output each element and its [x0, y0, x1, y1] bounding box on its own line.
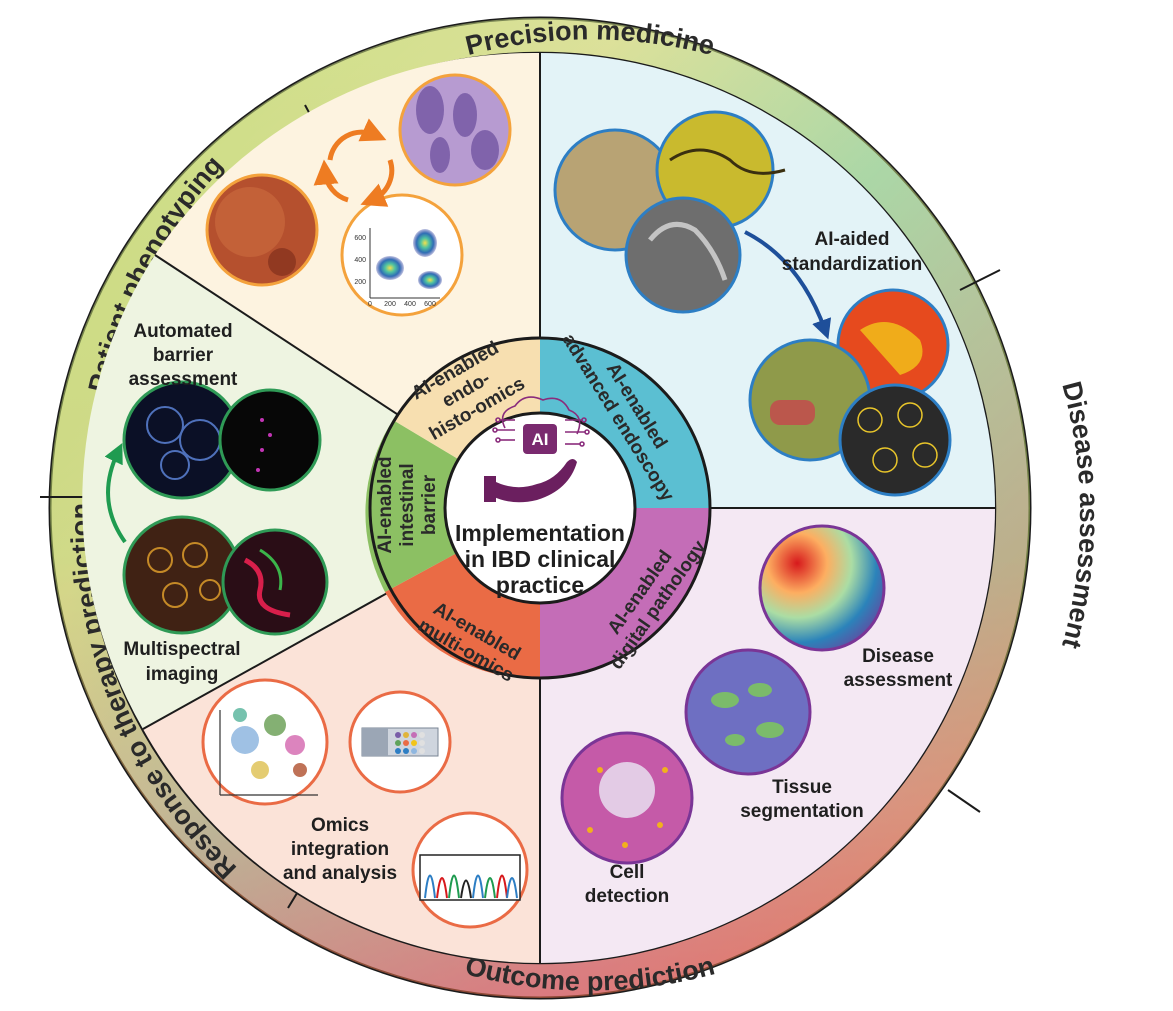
tissue-segmentation-image: [684, 648, 812, 776]
inner-label-barrier: AI-enabled intestinal barrier: [375, 456, 440, 553]
flow-cytometry-axes: 0 200 400 600 200 400 600: [354, 228, 440, 308]
label-disease-assessment-2: assessment: [844, 670, 953, 691]
inner-label-barrier-2: intestinal: [397, 463, 418, 546]
brain-circuit-icon: [492, 396, 590, 447]
center-title-3: practice: [496, 572, 584, 598]
label-omics-2: integration: [291, 839, 389, 860]
flow-y-tick-600: 600: [354, 235, 366, 242]
endo-histo-images: 0 200 400 600 200 400 600: [205, 73, 512, 317]
flow-x-tick-200: 200: [384, 301, 396, 308]
center-disk: [443, 411, 637, 605]
inner-ring-edge: [368, 336, 712, 680]
flow-x-tick-0: 0: [368, 301, 372, 308]
label-standardization-2: standardization: [782, 254, 922, 275]
flow-y-tick-400: 400: [354, 257, 366, 264]
label-cell-detection-2: detection: [585, 886, 669, 907]
label-tissue-segmentation-1: Tissue: [772, 777, 832, 798]
label-omics-3: and analysis: [283, 863, 397, 884]
pathology-images: Disease assessment Tissue segmentation C…: [560, 524, 953, 907]
flow-x-tick-400: 400: [404, 301, 416, 308]
hand-cuff-icon: [484, 476, 496, 502]
barrier-assessment-arrow: [104, 442, 127, 544]
ring-label-disease-assessment: Disease assessment: [1056, 378, 1104, 652]
center-title-1: Implementation: [455, 520, 625, 546]
center-ai-icon: AI: [484, 396, 590, 503]
flow-y-tick-200: 200: [354, 279, 366, 286]
flow-cytometry-plot: [340, 193, 464, 317]
multispectral-image-2: [221, 528, 329, 636]
ai-badge-text: AI: [532, 430, 549, 449]
inner-ring: [365, 336, 712, 680]
inner-label-barrier-1: AI-enabled: [375, 456, 396, 553]
endoscopy-image-3: [624, 196, 742, 314]
label-tissue-segmentation-2: segmentation: [740, 801, 864, 822]
pathology-heatmap-image: [758, 524, 886, 652]
label-multispectral-2: imaging: [146, 664, 219, 685]
omics-images: Omics integration and analysis: [201, 678, 529, 929]
label-automated-barrier-2: barrier: [153, 345, 214, 366]
label-multispectral-1: Multispectral: [123, 639, 240, 660]
label-standardization-1: AI-aided: [815, 229, 890, 250]
label-automated-barrier-3: assessment: [129, 369, 238, 390]
standardization-arrow: [744, 230, 832, 340]
omics-cluster-plot: [201, 678, 329, 806]
label-disease-assessment-1: Disease: [862, 646, 934, 667]
endoscopy-annotated-image: [838, 383, 952, 497]
endoscopy-images: AI-aided standardization: [553, 110, 952, 497]
hand-icon: [492, 459, 577, 503]
label-automated-barrier-1: Automated: [133, 321, 232, 342]
histology-image: [398, 73, 512, 187]
label-omics-1: Omics: [311, 815, 369, 836]
cycle-arrows-icon: [313, 118, 395, 207]
center-title-2: in IBD clinical: [465, 546, 616, 572]
barrier-image-2: [218, 388, 322, 492]
flow-x-tick-600: 600: [424, 301, 436, 308]
inner-label-barrier-3: barrier: [419, 474, 440, 535]
label-cell-detection-1: Cell: [610, 862, 645, 883]
barrier-images: Automated barrier assessment Multispectr…: [104, 321, 329, 685]
ai-badge: [523, 424, 557, 454]
